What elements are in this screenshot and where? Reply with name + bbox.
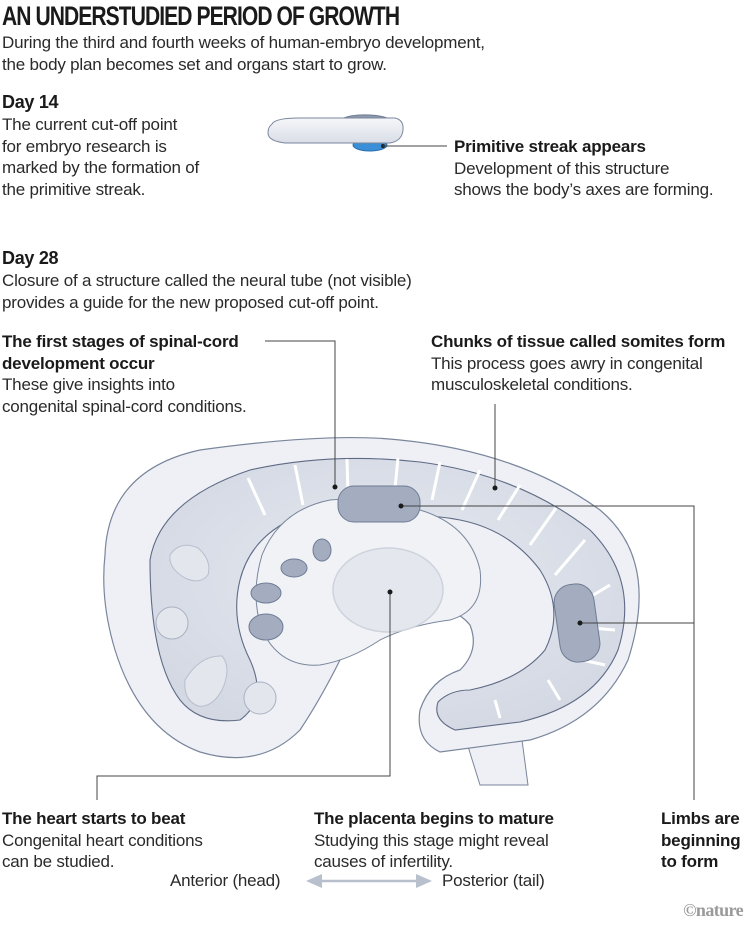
somite-gap xyxy=(246,477,267,516)
callout-heading: Limbs are xyxy=(661,809,740,828)
embryo-disc xyxy=(267,117,404,144)
day14-heading: Day 14 xyxy=(2,92,59,112)
nature-credit: ©nature xyxy=(683,900,744,920)
somite-gap xyxy=(553,539,587,576)
text-line: Congenital heart conditions xyxy=(2,830,203,850)
text-line: musculoskeletal conditions. xyxy=(431,375,633,394)
day28-embryo xyxy=(103,436,640,786)
somites-callout: Chunks of tissue called somites form Thi… xyxy=(431,331,751,396)
text-line: Development of this structure xyxy=(454,158,670,178)
pointer-dot xyxy=(492,485,498,491)
day14-embryo xyxy=(267,114,447,152)
text-line: for embryo research is xyxy=(2,136,167,156)
pharyngeal-arch xyxy=(312,538,332,562)
text-line: shows the body’s axes are forming. xyxy=(454,180,714,199)
heart-leader xyxy=(96,592,391,800)
posterior-label: Posterior (tail) xyxy=(442,871,545,890)
text-line: marked by the formation of xyxy=(2,158,200,177)
somite-gap xyxy=(460,469,482,511)
text-line: provides a guide for the new proposed cu… xyxy=(2,292,379,312)
callout-heading: Primitive streak appears xyxy=(454,137,646,156)
pointer-dot xyxy=(387,589,393,595)
intro-line: the body plan becomes set and organs sta… xyxy=(2,54,387,74)
pharyngeal-arch xyxy=(250,582,282,604)
page-title: AN UNDERSTUDIED PERIOD OF GROWTH xyxy=(2,1,400,31)
arrow-left-head xyxy=(306,874,322,888)
text-line: the primitive streak. xyxy=(2,179,146,199)
intro-line: During the third and fourth weeks of hum… xyxy=(2,33,485,52)
heart-callout: The heart starts to beat Congenital hear… xyxy=(2,808,282,873)
axis-arrow xyxy=(306,874,432,888)
callout-heading: Chunks of tissue called somites form xyxy=(431,332,726,351)
pointer-dots xyxy=(332,484,583,626)
callout-heading: beginning xyxy=(661,830,741,850)
pharyngeal-arch xyxy=(248,613,284,641)
text-line: This process goes awry in congenital xyxy=(431,353,703,373)
callout-heading: The heart starts to beat xyxy=(2,809,186,828)
text-line: causes of infertility. xyxy=(314,852,453,871)
callout-heading: The first stages of spinal-cord xyxy=(2,332,239,351)
placenta-callout: The placenta begins to mature Studying t… xyxy=(314,808,614,873)
ear-vesicle xyxy=(243,681,277,715)
text-line: Studying this stage might reveal xyxy=(314,830,549,850)
day28-description: Closure of a structure called the neural… xyxy=(2,270,522,313)
limbs-spinal-leader xyxy=(401,505,695,800)
text-line: The current cut-off point xyxy=(2,115,178,134)
brain-vesicle xyxy=(169,544,210,582)
somite-gap xyxy=(430,461,442,501)
text-line: congenital spinal-cord conditions. xyxy=(2,396,247,416)
placenta-structure xyxy=(332,547,444,633)
pointer-dot xyxy=(332,484,338,490)
callout-heading: development occur xyxy=(2,353,155,373)
callout-heading: to form xyxy=(661,852,719,871)
leader-lines xyxy=(96,340,695,800)
limbs-callout: Limbs are beginning to form xyxy=(661,808,751,873)
text-line: Closure of a structure called the neural… xyxy=(2,271,412,290)
somite-gap xyxy=(496,484,522,521)
intro-text: During the third and fourth weeks of hum… xyxy=(2,32,742,75)
day28-heading: Day 28 xyxy=(2,248,59,268)
arrow-right-head xyxy=(416,874,432,888)
spinal-cord-leader xyxy=(265,340,336,486)
pointer-dot xyxy=(577,620,583,626)
spinal-cord-structure xyxy=(337,485,421,523)
somite-gap xyxy=(546,679,562,701)
somite-gap xyxy=(393,457,400,489)
otic-region xyxy=(184,655,228,707)
limb-bud xyxy=(553,583,601,663)
pharyngeal-arch xyxy=(280,558,308,578)
somite-gap xyxy=(293,464,305,506)
somite-gap xyxy=(528,507,558,546)
spinal-cord-callout: The first stages of spinal-cord developm… xyxy=(2,331,302,417)
text-line: These give insights into xyxy=(2,375,175,394)
optic-vesicle xyxy=(155,606,189,640)
pointer-dot xyxy=(398,503,404,509)
callout-heading: The placenta begins to mature xyxy=(314,809,554,828)
primitive-streak-callout: Primitive streak appears Development of … xyxy=(454,136,751,201)
text-line: can be studied. xyxy=(2,852,115,871)
somite-gap xyxy=(493,699,502,719)
day14-description: The current cut-off point for embryo res… xyxy=(2,114,242,200)
anterior-label: Anterior (head) xyxy=(170,871,281,890)
